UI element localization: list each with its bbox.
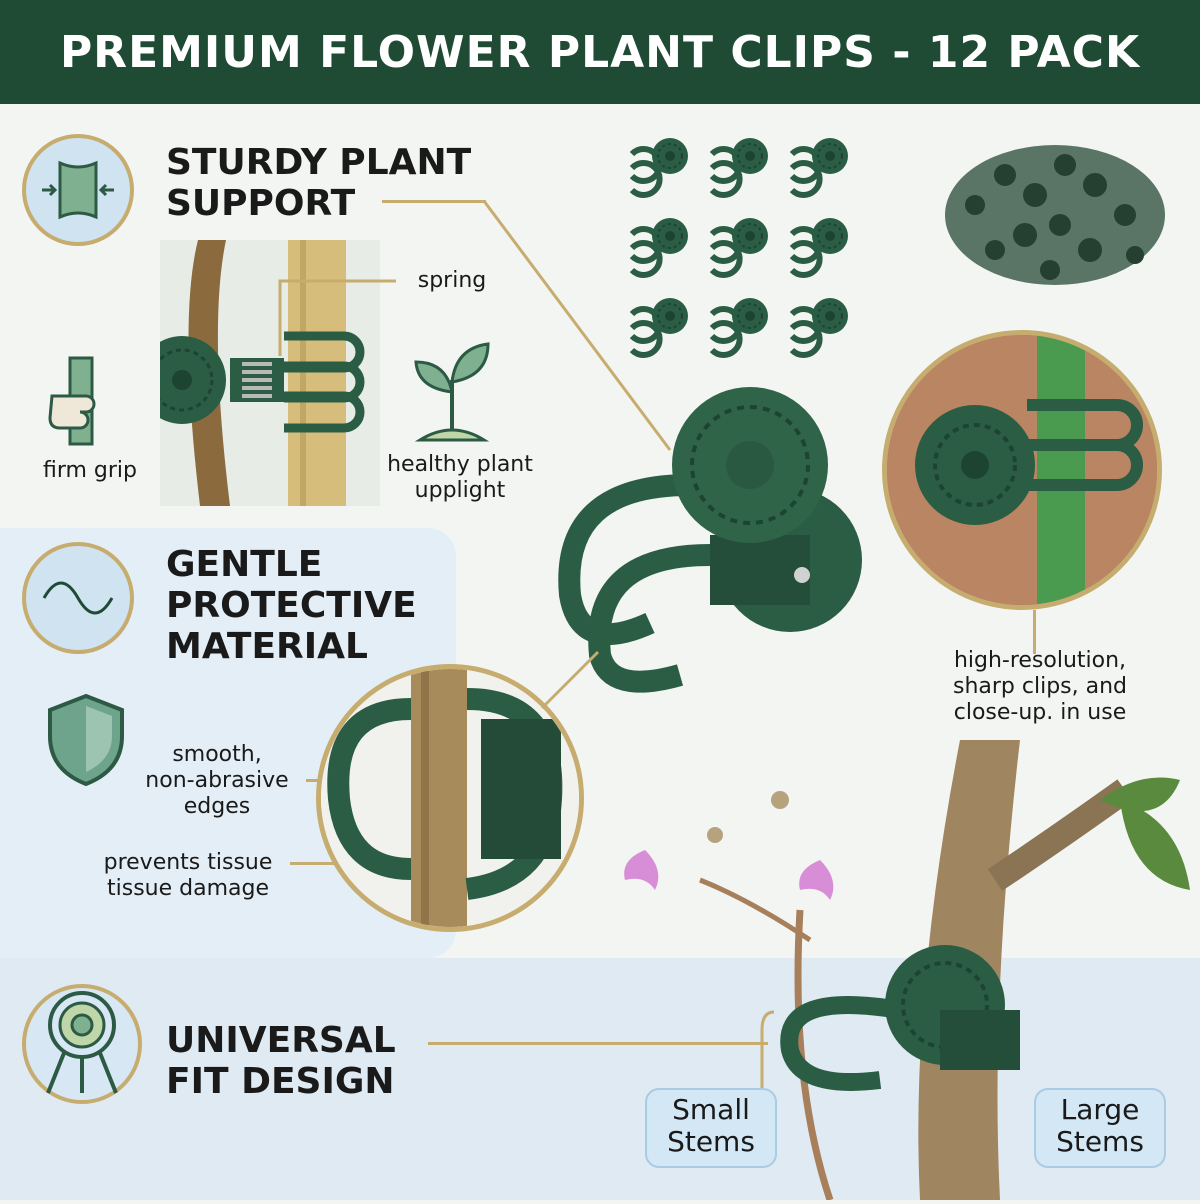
closeup-photo: [882, 330, 1162, 610]
pack-clip: [712, 298, 768, 355]
shield-icon: [48, 693, 124, 787]
pack-clip: [792, 138, 848, 195]
pack-clip: [632, 138, 688, 195]
closeup-in-use-illustration: [887, 335, 1157, 605]
plant-photo: [600, 740, 1200, 1202]
sprout-icon: [414, 342, 490, 442]
universal-fit-heading: UNIVERSAL FIT DESIGN: [166, 1020, 396, 1102]
material-closeup-photo: [316, 664, 584, 932]
orchid-and-tree-illustration: [624, 740, 1190, 1202]
pack-clip: [712, 138, 768, 195]
material-closeup-illustration: [321, 669, 579, 927]
universal-fit-icon-badge: [22, 984, 142, 1104]
banner-title: PREMIUM FLOWER PLANT CLIPS - 12 PACK: [59, 26, 1141, 78]
smooth-edges-label: smooth, non-abrasive edges: [145, 742, 289, 819]
spring-pointer: [278, 279, 396, 356]
universal-fit-pointer: [428, 1042, 768, 1045]
connector-line-diagonal: [482, 200, 672, 451]
large-stems-badge: Large Stems: [1034, 1088, 1166, 1168]
pack-clip: [632, 218, 688, 275]
stem-photo: [138, 240, 380, 506]
pack-clip: [792, 298, 848, 355]
connector-line: [382, 200, 486, 203]
small-stems-badge: Small Stems: [645, 1088, 777, 1168]
closeup-pointer: [1033, 610, 1036, 654]
clip-pack-grid: [610, 120, 870, 370]
gentle-material-icon-badge: [22, 542, 134, 654]
material-connector: [540, 650, 600, 710]
gentle-material-heading: GENTLE PROTECTIVE MATERIAL: [166, 544, 417, 667]
firm-grip-label: firm grip: [42, 458, 138, 483]
firm-grip-icon: [48, 356, 96, 446]
banner: PREMIUM FLOWER PLANT CLIPS - 12 PACK: [0, 0, 1200, 104]
pack-clip: [712, 218, 768, 275]
wave-icon: [42, 581, 114, 615]
clip-pile: [945, 145, 1165, 285]
closeup-caption: high-resolution, sharp clips, and close-…: [952, 648, 1127, 725]
squeeze-icon: [42, 160, 114, 220]
pack-clip: [792, 218, 848, 275]
healthy-plant-label: healthy plant upplight: [387, 452, 533, 503]
sturdy-support-heading: STURDY PLANT SUPPORT: [166, 142, 472, 224]
prevents-damage-label: prevents tissue tissue damage: [103, 850, 273, 901]
featured-clip: [558, 387, 862, 693]
sturdy-support-icon-badge: [22, 134, 134, 246]
spring-label: spring: [417, 268, 487, 293]
pack-clip: [632, 298, 688, 355]
target-icon: [46, 991, 118, 1094]
stem-with-clip-illustration: [138, 240, 365, 506]
